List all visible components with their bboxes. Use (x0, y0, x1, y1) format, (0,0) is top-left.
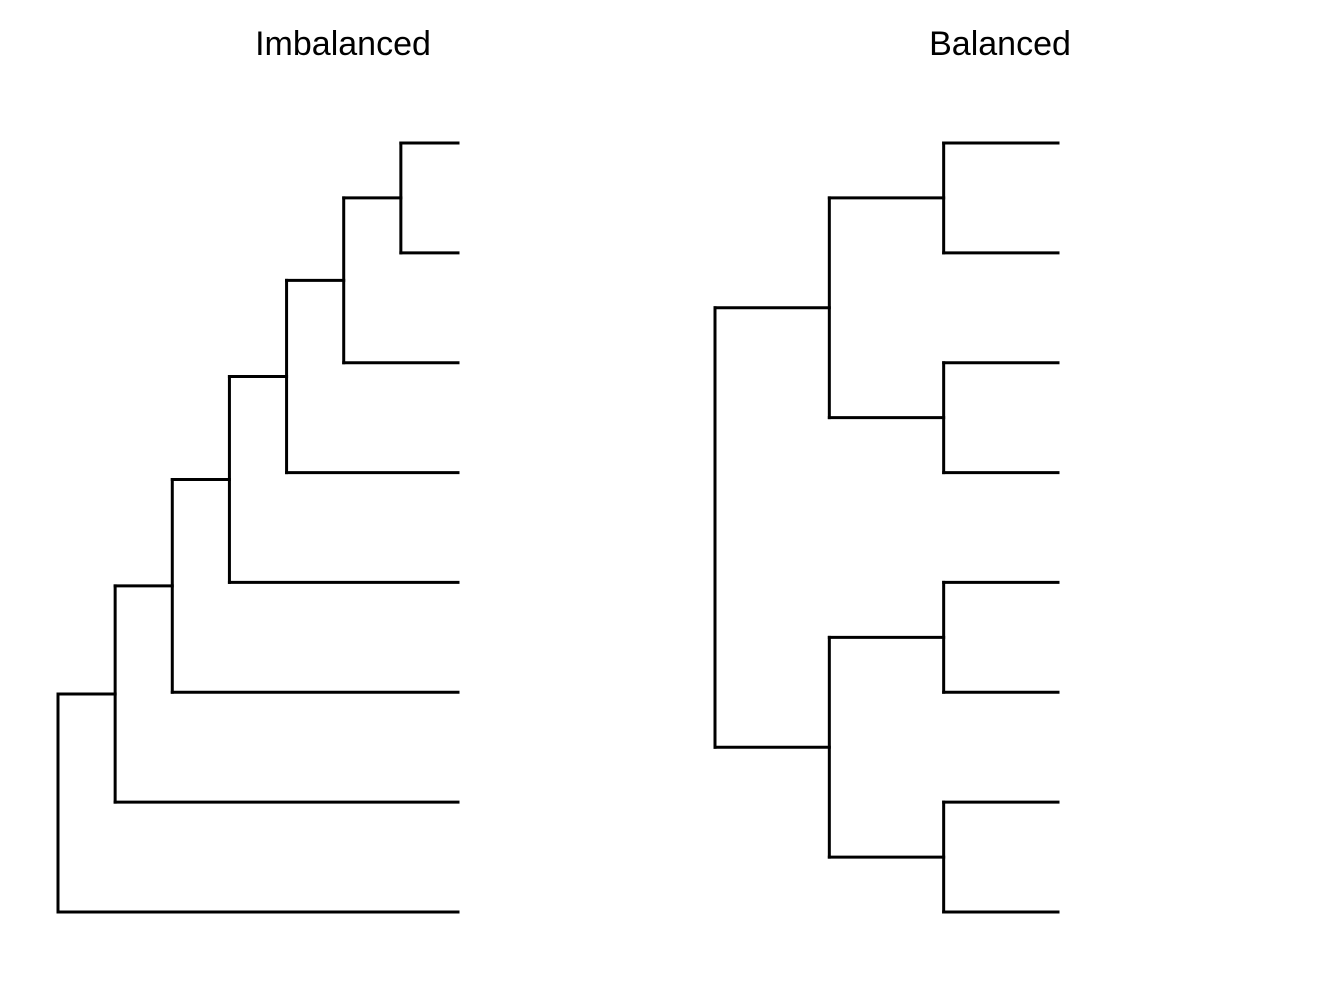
imbalanced-tree-title: Imbalanced (255, 25, 431, 63)
imbalanced-tree (56, 141, 460, 914)
balanced-tree (713, 141, 1060, 914)
balanced-tree-panel: Balanced (713, 25, 1071, 914)
balanced-tree-title: Balanced (929, 25, 1071, 63)
imbalanced-tree-panel: Imbalanced (56, 25, 460, 914)
